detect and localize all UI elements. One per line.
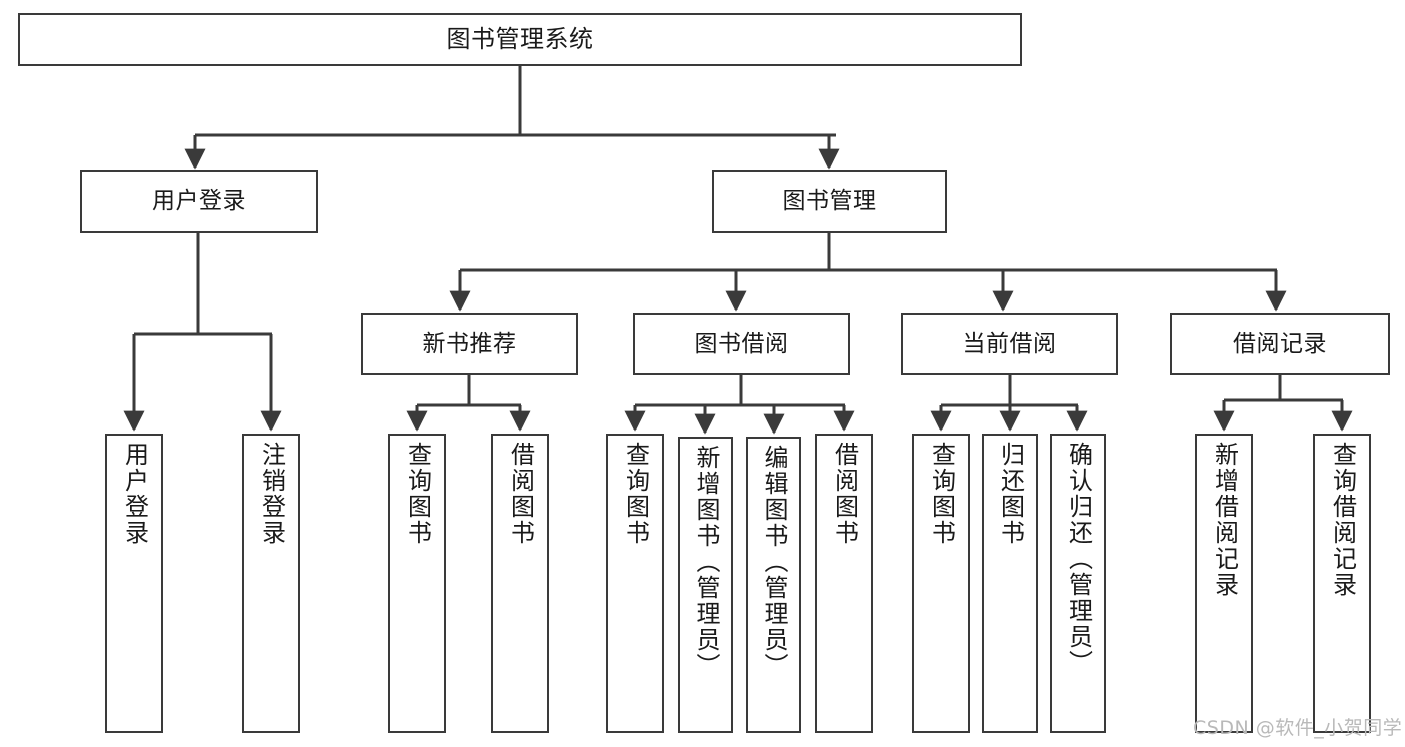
node-root-label: 图书管理系统 bbox=[446, 24, 594, 53]
node-leaf-confirm-return-label: 确认归还（管理员） bbox=[1064, 442, 1093, 676]
node-root[interactable]: 图书管理系统 bbox=[18, 13, 1022, 66]
node-leaf-user-logout-label: 注销登录 bbox=[257, 442, 286, 546]
node-leaf-query-book-1-label: 查询图书 bbox=[403, 442, 432, 546]
node-user-login[interactable]: 用户登录 bbox=[80, 170, 318, 233]
node-book-borrow-label: 图书借阅 bbox=[694, 330, 789, 357]
node-leaf-query-book-3[interactable]: 查询图书 bbox=[912, 434, 970, 733]
node-leaf-add-book[interactable]: 新增图书（管理员） bbox=[678, 437, 733, 733]
csdn-watermark: CSDN @软件_小贺同学 bbox=[1193, 717, 1403, 739]
node-leaf-query-record-label: 查询借阅记录 bbox=[1328, 442, 1357, 598]
node-leaf-borrow-book-2[interactable]: 借阅图书 bbox=[815, 434, 873, 733]
node-book-borrow[interactable]: 图书借阅 bbox=[633, 313, 850, 375]
node-borrow-record-label: 借阅记录 bbox=[1233, 330, 1327, 357]
node-leaf-user-logout[interactable]: 注销登录 bbox=[242, 434, 300, 733]
node-leaf-borrow-book-1[interactable]: 借阅图书 bbox=[491, 434, 549, 733]
node-leaf-return-book-label: 归还图书 bbox=[996, 442, 1025, 546]
node-leaf-user-login[interactable]: 用户登录 bbox=[105, 434, 163, 733]
node-leaf-borrow-book-1-label: 借阅图书 bbox=[506, 442, 535, 546]
node-leaf-add-record[interactable]: 新增借阅记录 bbox=[1195, 434, 1253, 733]
node-leaf-edit-book[interactable]: 编辑图书（管理员） bbox=[746, 437, 801, 733]
node-new-book-recommend-label: 新书推荐 bbox=[422, 330, 517, 357]
node-leaf-add-record-label: 新增借阅记录 bbox=[1210, 442, 1239, 598]
node-leaf-add-book-label: 新增图书（管理员） bbox=[691, 445, 720, 679]
node-book-manage[interactable]: 图书管理 bbox=[712, 170, 947, 233]
node-leaf-query-book-3-label: 查询图书 bbox=[927, 442, 956, 546]
node-current-borrow-label: 当前借阅 bbox=[962, 330, 1057, 357]
node-leaf-confirm-return[interactable]: 确认归还（管理员） bbox=[1050, 434, 1106, 733]
node-current-borrow[interactable]: 当前借阅 bbox=[901, 313, 1118, 375]
node-leaf-query-book-1[interactable]: 查询图书 bbox=[388, 434, 446, 733]
node-borrow-record[interactable]: 借阅记录 bbox=[1170, 313, 1390, 375]
node-leaf-query-book-2-label: 查询图书 bbox=[621, 442, 650, 546]
node-book-manage-label: 图书管理 bbox=[782, 188, 877, 215]
node-leaf-edit-book-label: 编辑图书（管理员） bbox=[759, 445, 788, 679]
node-leaf-user-login-label: 用户登录 bbox=[120, 442, 149, 546]
node-user-login-label: 用户登录 bbox=[152, 188, 246, 215]
node-leaf-return-book[interactable]: 归还图书 bbox=[982, 434, 1038, 733]
node-leaf-query-record[interactable]: 查询借阅记录 bbox=[1313, 434, 1371, 733]
node-leaf-query-book-2[interactable]: 查询图书 bbox=[606, 434, 664, 733]
node-leaf-borrow-book-2-label: 借阅图书 bbox=[830, 442, 859, 546]
node-new-book-recommend[interactable]: 新书推荐 bbox=[361, 313, 578, 375]
